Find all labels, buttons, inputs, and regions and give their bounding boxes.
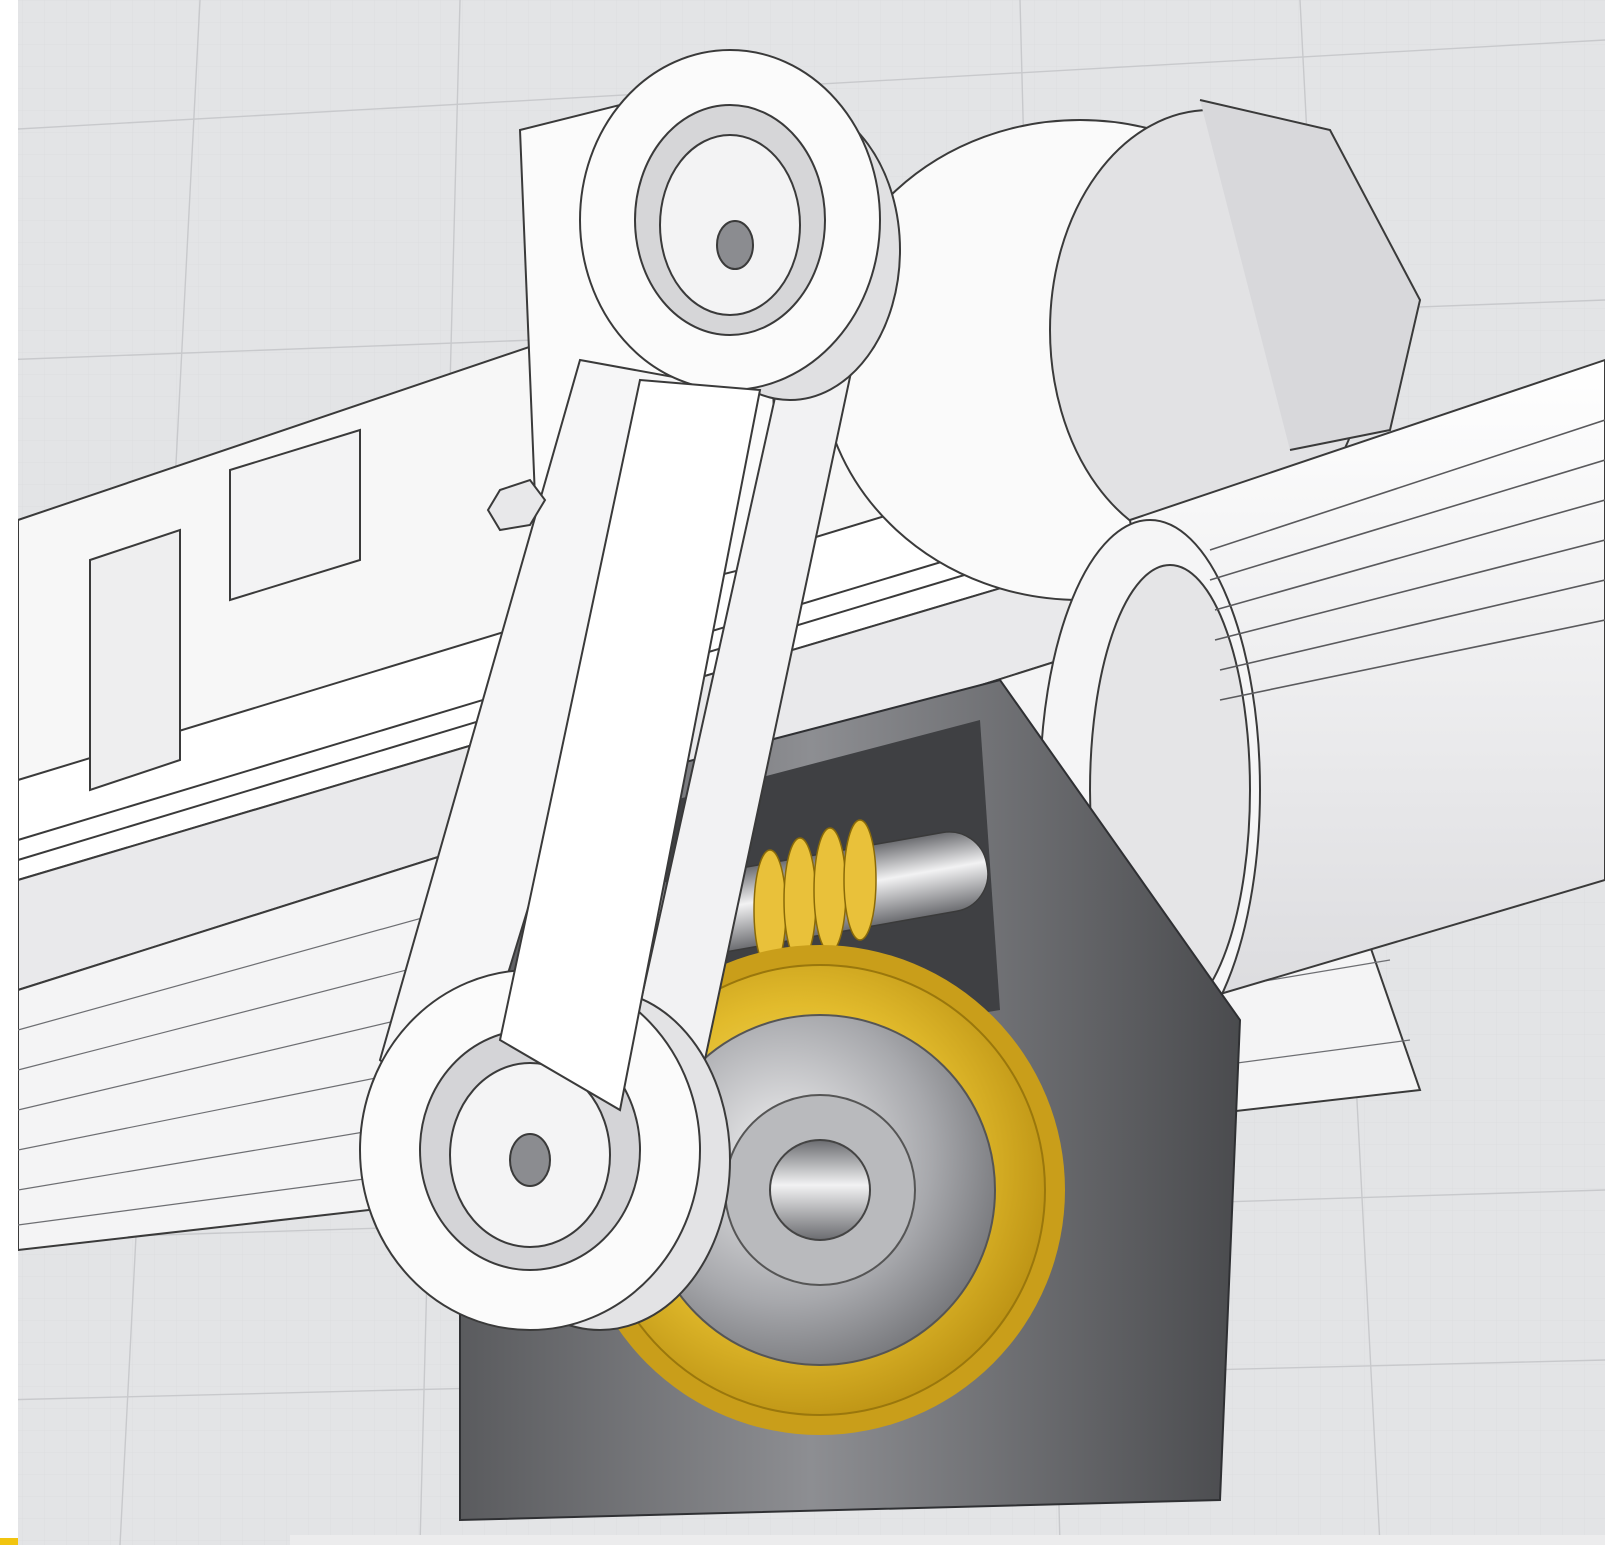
bottom-margin-strip xyxy=(290,1535,1605,1545)
upper-pulley xyxy=(579,49,901,401)
left-margin-strip xyxy=(0,0,18,1545)
drive-drum xyxy=(819,99,1422,601)
hex-bolt-icon xyxy=(486,478,547,532)
electric-motor xyxy=(1039,358,1605,1061)
yellow-accent-tab xyxy=(0,1538,18,1545)
belt-drive xyxy=(359,49,901,1331)
